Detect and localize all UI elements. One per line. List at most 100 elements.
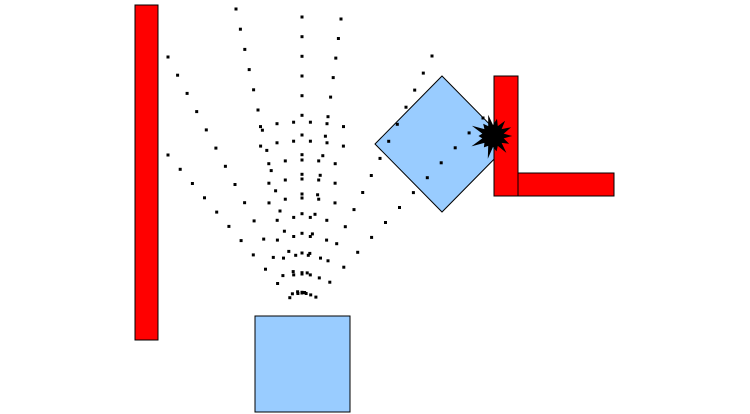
ray-dot: [282, 229, 286, 233]
wavefront-dot: [317, 197, 321, 201]
ray-dot: [329, 95, 333, 99]
ray-dot: [269, 169, 273, 173]
wavefront-dot: [267, 181, 271, 185]
ray-dot: [316, 193, 320, 197]
ray-dot: [308, 251, 312, 255]
ray-dot: [361, 191, 365, 194]
ray-dot: [352, 208, 356, 212]
ray-dot: [264, 267, 267, 271]
ray-dot: [467, 131, 471, 135]
ray-dot: [234, 7, 238, 11]
wavefront-dot: [283, 159, 287, 163]
ray-dot: [185, 91, 189, 95]
ray-dot: [339, 17, 343, 21]
ray-dot: [370, 235, 374, 239]
ray-dot: [300, 212, 304, 216]
wavefront-dot: [333, 162, 337, 166]
wavefront-dot: [300, 177, 304, 181]
ray-dot: [369, 174, 373, 177]
ray-dot: [166, 153, 170, 157]
wavefront-dot: [259, 125, 262, 129]
ray-dot: [335, 242, 339, 246]
wavefront-dot: [333, 181, 337, 185]
ray-dot: [395, 122, 399, 126]
wavefront-dot: [325, 141, 329, 145]
ray-dot: [342, 265, 346, 269]
wavefront-dot: [306, 253, 310, 257]
wavefront-dot: [317, 178, 321, 182]
wavefront-dot: [300, 158, 304, 162]
tilted-block: [374, 75, 510, 213]
ray-dot: [314, 295, 318, 299]
ray-dot: [384, 221, 387, 224]
ray-dot: [305, 271, 309, 275]
wavefront-dot: [333, 201, 337, 205]
ray-dot: [413, 88, 417, 92]
ray-dot: [300, 113, 304, 117]
ray-dot: [300, 15, 304, 19]
ray-dot: [309, 293, 313, 297]
ray-dot: [223, 164, 227, 168]
ray-dot: [300, 192, 304, 196]
ray-dot: [421, 71, 425, 75]
wavefront-dot: [296, 292, 300, 295]
wavefront-dot: [342, 125, 345, 129]
ray-dot: [439, 161, 443, 165]
ray-dot: [252, 219, 256, 223]
wavefront-dot: [283, 178, 287, 182]
wavefront-dot: [325, 238, 329, 242]
ray-dot: [326, 259, 330, 263]
ray-dot: [411, 191, 415, 195]
ray-dot: [300, 133, 304, 137]
ray-dot: [356, 250, 360, 254]
ray-dot: [378, 156, 382, 160]
wavefront-dot: [341, 144, 345, 148]
ray-dot: [318, 173, 322, 177]
wavefront-dot: [292, 235, 296, 238]
wavefront-dot: [325, 218, 329, 222]
ray-dot: [195, 110, 199, 114]
ray-dot: [227, 224, 231, 228]
wavefront-dot: [325, 122, 329, 126]
wavefront-dot: [308, 235, 312, 238]
wavefront-dot: [275, 122, 279, 126]
ray-dot: [203, 196, 206, 200]
wavefront-dot: [317, 159, 321, 163]
ray-dot: [331, 76, 335, 80]
ray-dot: [300, 231, 304, 235]
ray-dot: [260, 128, 264, 132]
wavefront-dot: [294, 253, 298, 257]
ray-dot: [166, 55, 170, 59]
ray-dot: [238, 27, 242, 31]
ray-dot: [398, 206, 401, 209]
ray-dot: [256, 108, 260, 112]
ray-dot: [233, 183, 237, 186]
ray-dot: [291, 270, 295, 274]
ray-dot: [300, 94, 304, 98]
ray-dot: [326, 115, 330, 119]
ray-dot: [453, 146, 457, 150]
signal-rays: [166, 7, 485, 300]
wavefront-dot: [282, 256, 285, 260]
ray-dot: [300, 172, 304, 176]
ray-dot: [243, 47, 247, 51]
wavefront-dot: [275, 218, 279, 222]
ray-dot: [239, 239, 243, 243]
wavefront-dot: [283, 197, 287, 201]
ray-dot: [178, 167, 182, 171]
wavefront-dot: [308, 273, 312, 277]
ray-dot: [288, 296, 292, 300]
ray-dot: [481, 116, 485, 120]
wavefront-dot: [308, 139, 312, 143]
wavefront-dot: [308, 215, 312, 219]
wavefront-dot: [259, 144, 263, 148]
wavefront-dot: [300, 196, 304, 200]
ray-dot: [343, 225, 347, 229]
ray-dot: [281, 274, 285, 278]
wavefront-dot: [308, 120, 312, 124]
ray-dot: [300, 153, 304, 157]
ray-dot: [317, 276, 321, 280]
ray-dot: [300, 74, 304, 78]
wavefront-dot: [292, 139, 296, 143]
